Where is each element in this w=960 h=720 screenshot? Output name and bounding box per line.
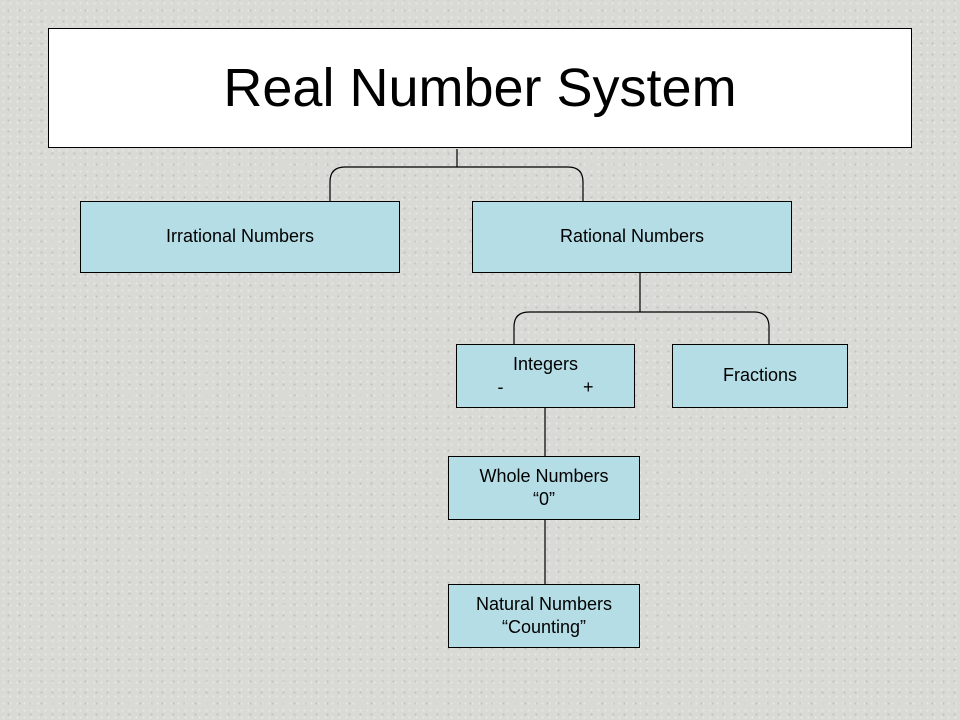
node-fractions: Fractions [672, 344, 848, 408]
negative-sign: - [497, 377, 504, 397]
node-sublabel: “Counting” [501, 617, 587, 637]
node-integers: Integers - + [456, 344, 635, 408]
connector-title-bracket [329, 166, 584, 201]
node-natural-numbers: Natural Numbers “Counting” [448, 584, 640, 648]
node-label: Irrational Numbers [165, 226, 315, 247]
node-label: Natural Numbers [475, 593, 613, 614]
diagram-title: Real Number System [223, 58, 737, 118]
integer-signs: - + [498, 376, 594, 399]
connector-rational-bracket [513, 311, 770, 344]
node-label: Fractions [722, 365, 798, 386]
node-label: Whole Numbers [479, 465, 609, 486]
node-label: Rational Numbers [559, 226, 705, 247]
positive-sign: + [582, 377, 594, 397]
node-whole-numbers: Whole Numbers “0” [448, 456, 640, 520]
node-rational-numbers: Rational Numbers [472, 201, 792, 273]
node-irrational-numbers: Irrational Numbers [80, 201, 400, 273]
title-box: Real Number System [48, 28, 912, 148]
node-sublabel: “0” [533, 489, 555, 509]
node-label: Integers [512, 353, 579, 374]
